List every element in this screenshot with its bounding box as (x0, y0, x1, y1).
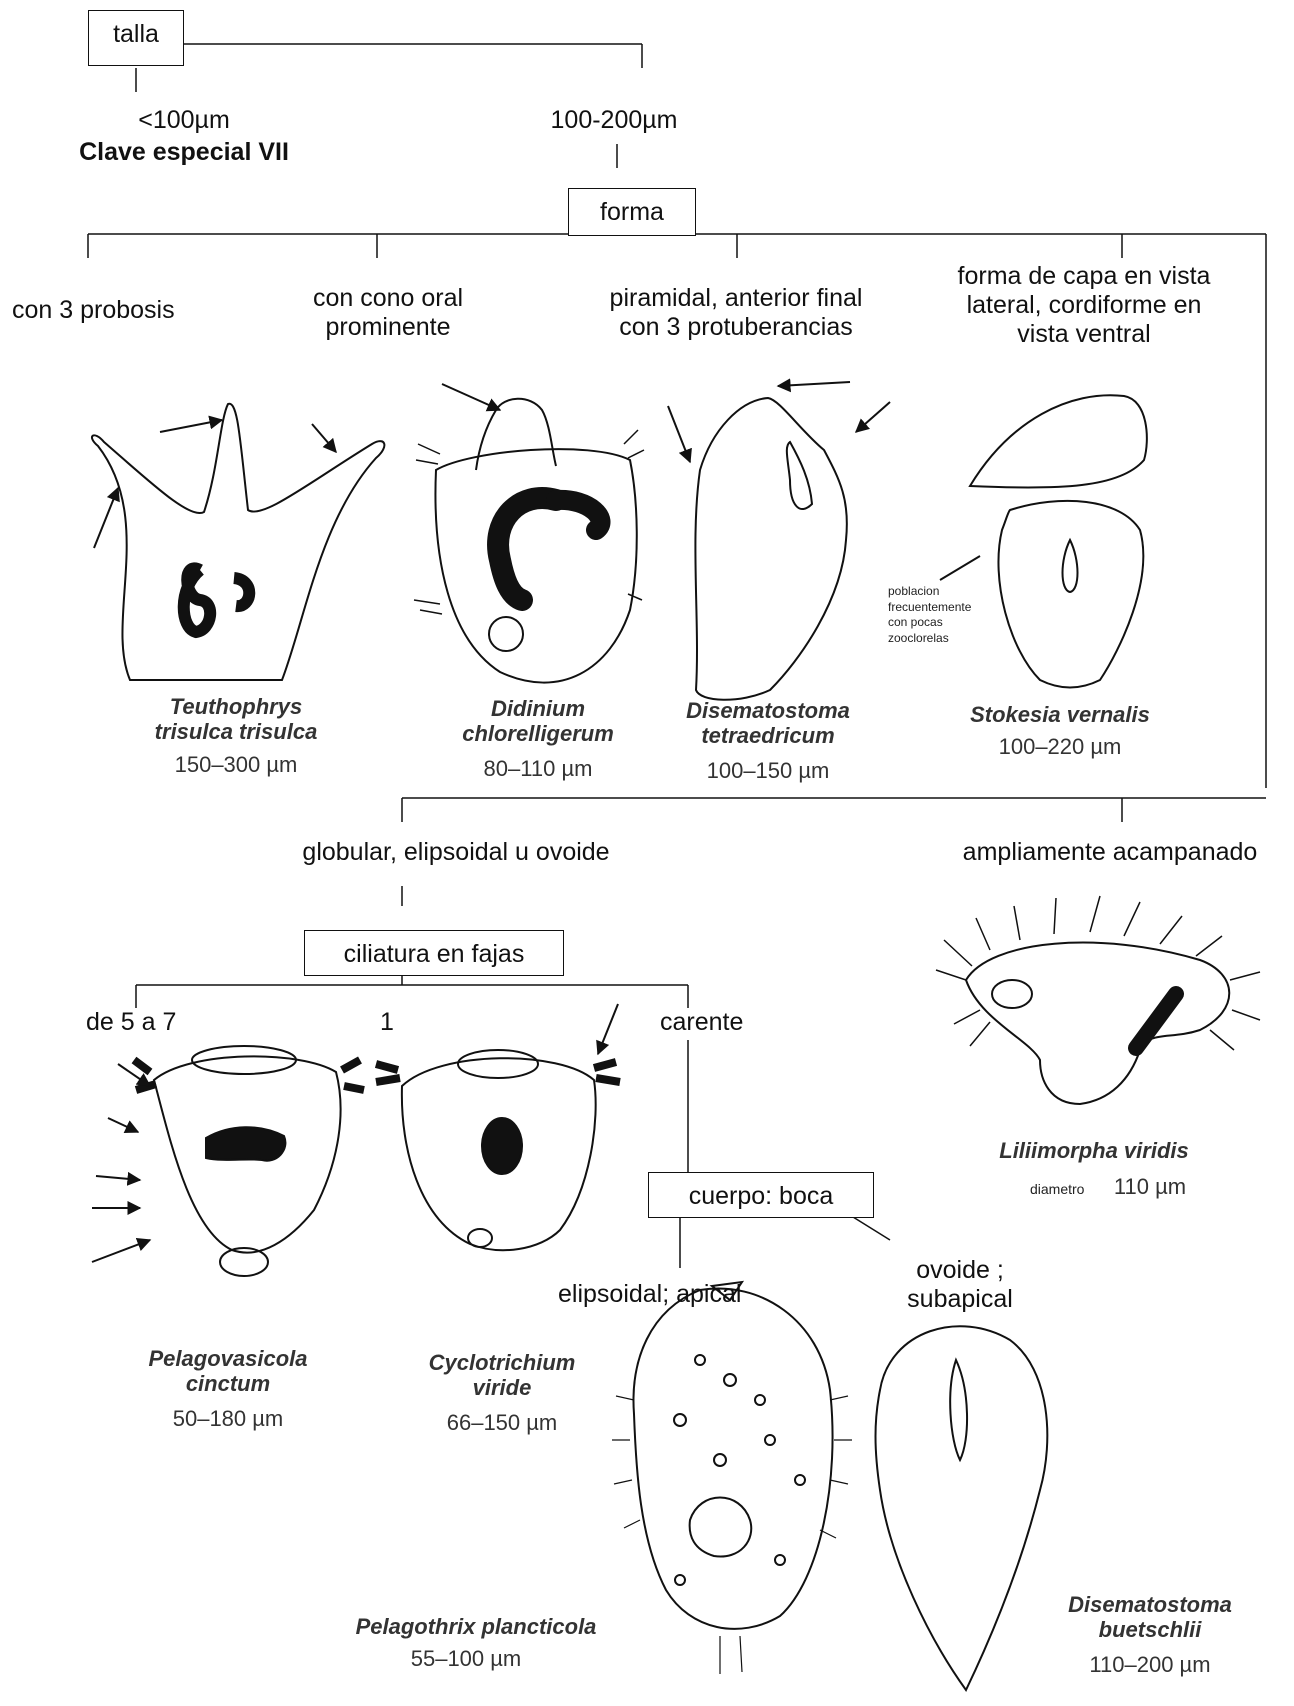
species-teuthophrys-size: 150–300 µm (175, 752, 298, 778)
teuthophrys-illustration (92, 404, 384, 680)
species-pelagothrix-name: Pelagothrix plancticola (356, 1614, 597, 1639)
branch-mid-size: 100-200µm (551, 106, 678, 135)
disematostoma-tetraedricum-illustration (668, 382, 890, 700)
branch-lacking: carente (660, 1008, 743, 1037)
branch-globular: globular, elipsoidal u ovoide (302, 838, 609, 867)
size-node: talla (88, 10, 184, 66)
species-cyclotrichium-name: Cyclotrichium viride (429, 1350, 576, 1401)
didinium-illustration (414, 384, 644, 683)
diameter-label: diametro (1030, 1180, 1084, 1198)
species-cyclotrichium-size: 66–150 µm (447, 1410, 558, 1436)
zoochlorellae-note: poblacion frecuentemente con pocas zoocl… (888, 584, 971, 646)
species-didinium-size: 80–110 µm (484, 756, 593, 782)
species-disematostoma-t-size: 100–150 µm (707, 758, 830, 784)
species-pelagovasicola-size: 50–180 µm (173, 1406, 284, 1432)
branch-cape-shape: forma de capa en vista lateral, cordifor… (958, 262, 1211, 348)
species-liliimorpha-name: Liliimorpha viridis (999, 1138, 1188, 1163)
branch-ellipsoidal-apical: elipsoidal; apical (558, 1280, 741, 1309)
species-disematostoma-b-size: 110–200 µm (1089, 1652, 1210, 1678)
species-teuthophrys-name: Teuthophrys trisulca trisulca (155, 694, 318, 745)
body-mouth-node: cuerpo: boca (648, 1172, 874, 1218)
branch-three-proboscis: con 3 probosis (12, 296, 175, 325)
branch-five-to-seven: de 5 a 7 (86, 1008, 176, 1037)
shape-node: forma (568, 188, 696, 236)
species-pelagovasicola-name: Pelagovasicola cinctum (149, 1346, 308, 1397)
species-stokesia-name: Stokesia vernalis (970, 702, 1150, 727)
branch-bell: ampliamente acampanado (963, 838, 1258, 867)
pelagothrix-illustration (612, 1282, 852, 1674)
branch-oral-cone: con cono oral prominente (313, 284, 463, 342)
species-liliimorpha-size: 110 µm (1114, 1174, 1186, 1200)
species-pelagothrix-size: 55–100 µm (411, 1646, 522, 1672)
branch-ovoid-subapical: ovoide ; subapical (907, 1256, 1013, 1314)
species-didinium-name: Didinium chlorelligerum (462, 696, 614, 747)
branch-pyramidal: piramidal, anterior final con 3 protuber… (610, 284, 863, 342)
liliimorpha-illustration (936, 896, 1260, 1104)
disematostoma-buetschlii-illustration (876, 1326, 1048, 1690)
cilia-node: ciliatura en fajas (304, 930, 564, 976)
branch-one: 1 (380, 1008, 394, 1037)
species-disematostoma-t-name: Disematostoma tetraedricum (686, 698, 850, 749)
cyclotrichium-illustration (376, 1004, 620, 1250)
species-disematostoma-b-name: Disematostoma buetschlii (1068, 1592, 1232, 1643)
branch-small-size: <100µm (138, 106, 230, 135)
species-stokesia-size: 100–220 µm (999, 734, 1122, 760)
pelagovasicola-illustration (92, 1046, 364, 1276)
special-key-label: Clave especial VII (79, 138, 289, 167)
